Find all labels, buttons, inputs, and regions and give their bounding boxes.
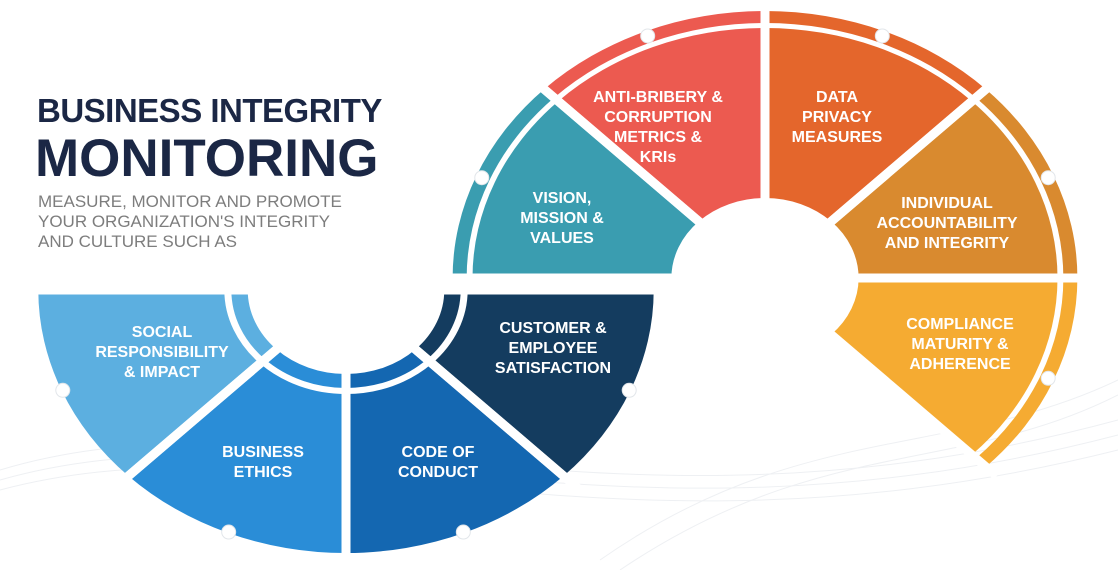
- segment-band-vision: [452, 89, 555, 279]
- label-line: COMPLIANCE: [906, 316, 1014, 333]
- segment-band-compliance: [975, 278, 1078, 467]
- label-ethics: BUSINESS ETHICS: [222, 443, 304, 483]
- label-line: METRICS &: [614, 129, 702, 146]
- subtitle-line: YOUR ORGANIZATION'S INTEGRITY: [38, 212, 330, 231]
- label-code: CODE OF CONDUCT: [398, 443, 478, 483]
- segment-code: [346, 363, 564, 553]
- label-line: SATISFACTION: [494, 360, 612, 377]
- segment-divider: [111, 286, 349, 492]
- segment-band-customer: [415, 290, 461, 360]
- segment-band-ethics: [264, 349, 346, 388]
- title-line-2: MONITORING: [35, 129, 379, 188]
- marker-dot-icon: [640, 28, 656, 44]
- label-line: ETHICS: [233, 464, 293, 481]
- segment-compliance: [831, 278, 1058, 455]
- label-vision: VISION, MISSION & VALUES: [520, 189, 604, 249]
- segment-data-privacy: [765, 28, 972, 222]
- segment-social: [38, 290, 260, 476]
- label-line: SOCIAL: [131, 324, 193, 341]
- segment-individual: [831, 101, 1058, 279]
- segment-band-data-privacy: [765, 11, 986, 98]
- segment-band-social: [231, 290, 277, 360]
- label-line: DATA: [815, 89, 859, 106]
- marker-dot-icon: [455, 524, 471, 540]
- segment-divider: [530, 76, 768, 282]
- label-line: INDIVIDUAL: [901, 195, 993, 212]
- label-line: PRIVACY: [802, 109, 872, 126]
- segment-divider: [343, 286, 581, 492]
- segment-anti-bribery: [558, 28, 765, 222]
- marker-dot-icon: [55, 382, 71, 398]
- label-line: ANTI-BRIBERY &: [593, 89, 723, 106]
- label-line: VALUES: [530, 230, 594, 247]
- segment-ethics: [128, 363, 346, 553]
- label-line: KRIs: [639, 149, 677, 166]
- label-line: CUSTOMER &: [499, 320, 607, 337]
- label-line: RESPONSIBILITY: [95, 344, 229, 361]
- segment-band-individual: [975, 89, 1078, 279]
- marker-dot-icon: [874, 28, 890, 44]
- marker-dot-icon: [1040, 370, 1056, 386]
- label-line: MATURITY &: [911, 336, 1009, 353]
- label-anti-bribery: ANTI-BRIBERY & CORRUPTION METRICS & KRIs: [593, 88, 723, 168]
- label-individual: INDIVIDUAL ACCOUNTABILITY AND INTEGRITY: [876, 194, 1017, 254]
- label-social: SOCIAL RESPONSIBILITY & IMPACT: [95, 323, 228, 383]
- label-line: VISION,: [532, 190, 592, 207]
- subtitle-line: AND CULTURE SUCH AS: [38, 232, 237, 251]
- marker-dot-icon: [621, 382, 637, 398]
- marker-dot-icon: [474, 170, 490, 186]
- label-line: ACCOUNTABILITY: [876, 215, 1018, 232]
- label-customer: CUSTOMER & EMPLOYEE SATISFACTION: [495, 319, 611, 379]
- subtitle-line: MEASURE, MONITOR AND PROMOTE: [38, 192, 342, 211]
- segment-customer: [432, 290, 654, 476]
- marker-dot-icon: [221, 524, 237, 540]
- label-line: EMPLOYEE: [508, 340, 598, 357]
- label-line: ADHERENCE: [909, 356, 1011, 373]
- label-compliance: COMPLIANCE MATURITY & ADHERENCE: [906, 315, 1014, 375]
- label-data-privacy: DATA PRIVACY MEASURES: [792, 88, 883, 148]
- label-line: & IMPACT: [123, 364, 201, 381]
- label-line: MEASURES: [791, 129, 883, 146]
- segment-divider: [762, 76, 1000, 282]
- label-line: CODE OF: [401, 444, 475, 461]
- label-line: AND INTEGRITY: [884, 235, 1010, 252]
- label-line: MISSION &: [520, 210, 604, 227]
- marker-dot-icon: [1040, 170, 1056, 186]
- label-line: CORRUPTION: [604, 109, 712, 126]
- segment-band-code: [346, 349, 428, 388]
- segment-vision: [472, 101, 699, 279]
- subtitle: MEASURE, MONITOR AND PROMOTE YOUR ORGANI…: [38, 192, 342, 252]
- title-line-1: BUSINESS INTEGRITY: [37, 92, 382, 129]
- label-line: BUSINESS: [222, 444, 304, 461]
- segment-divider: [762, 274, 1000, 480]
- label-line: CONDUCT: [398, 464, 478, 481]
- segment-band-anti-bribery: [544, 11, 765, 98]
